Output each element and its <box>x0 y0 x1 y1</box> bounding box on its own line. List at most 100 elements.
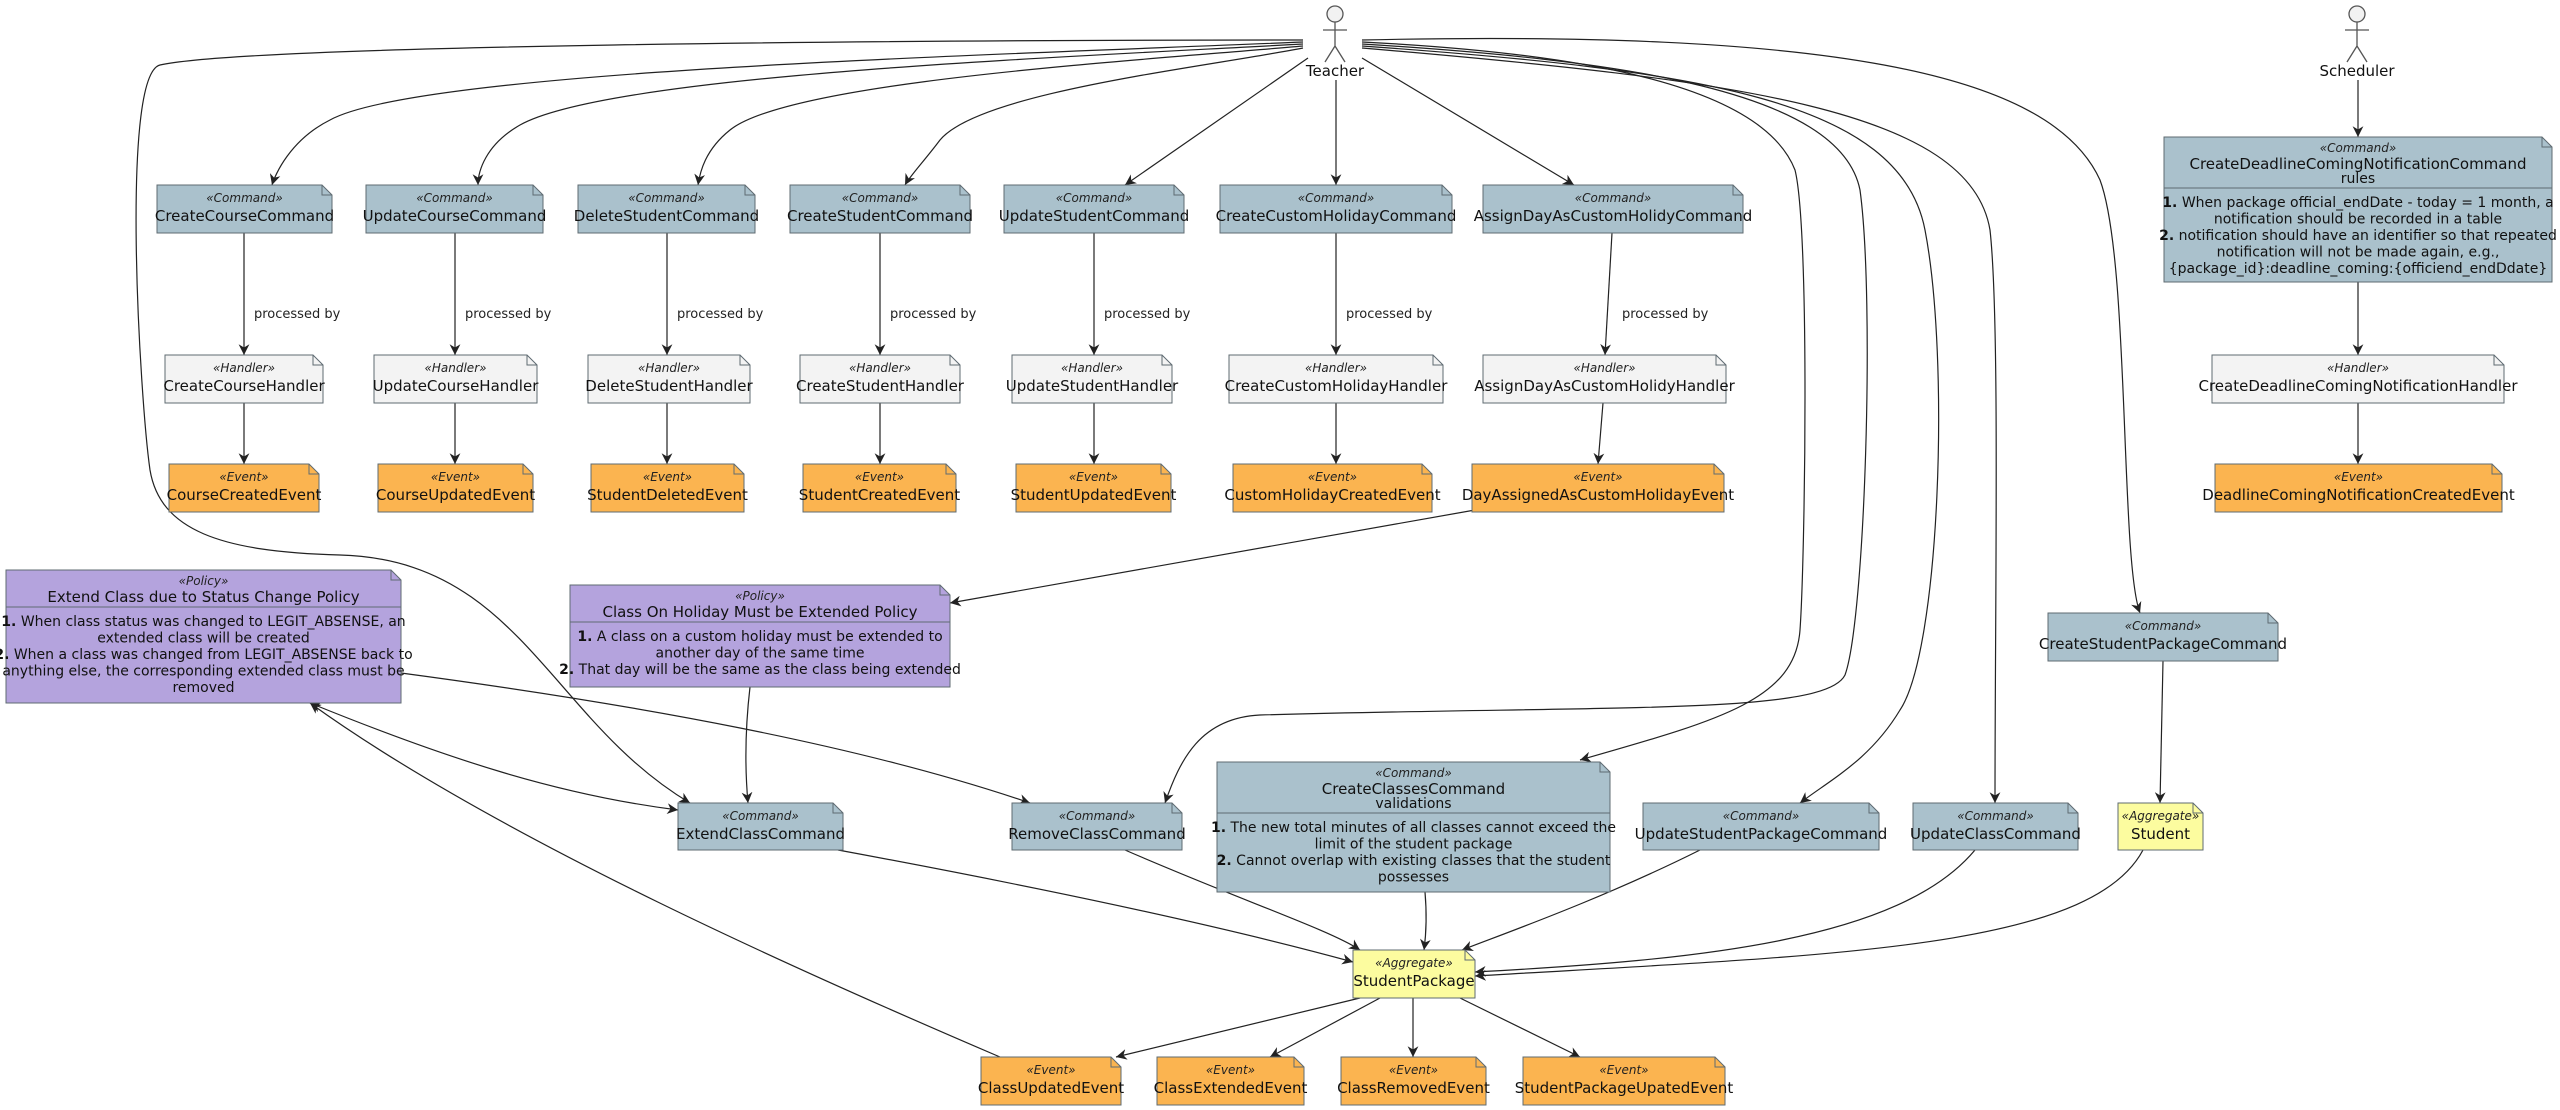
handler-deleteStudentHandler[interactable]: «Handler»DeleteStudentHandler <box>585 354 754 404</box>
aggregate-studentPackageAggregate[interactable]: «Aggregate» StudentPackage <box>1352 949 1476 999</box>
node-title: CourseUpdatedEvent <box>376 486 535 504</box>
edge-arrow <box>1459 997 1581 1058</box>
rule-text: extended class will be created <box>97 631 310 647</box>
actor-body-icon <box>2345 22 2369 63</box>
aggregate-studentAggregate[interactable]: «Aggregate»Student <box>2117 802 2204 851</box>
node-title: StudentDeletedEvent <box>587 486 748 504</box>
event-customHolidayCreatedEvent[interactable]: «Event»CustomHolidayCreatedEvent <box>1224 463 1441 513</box>
actor-body-icon <box>1323 22 1347 63</box>
handler-updateCourseHandler[interactable]: «Handler»UpdateCourseHandler <box>373 354 540 404</box>
event-studentUpdatedEvent[interactable]: «Event»StudentUpdatedEvent <box>1011 463 1177 513</box>
note-shape <box>1003 184 1185 234</box>
command-createStudentPackageCommand[interactable]: «Command»CreateStudentPackageCommand <box>2039 612 2287 662</box>
node-title: CreateClassesCommand <box>1322 780 1505 798</box>
node-stereotype: «Command» <box>1957 809 2034 823</box>
handler-createStudentHandler[interactable]: «Handler»CreateStudentHandler <box>796 354 965 404</box>
note-shape <box>1156 1056 1305 1106</box>
node-title: CreateDeadlineComingNotificationCommand <box>2189 155 2526 173</box>
actor-scheduler[interactable]: Scheduler <box>2319 5 2395 80</box>
event-courseUpdatedEvent[interactable]: «Event» CourseUpdatedEvent <box>376 463 535 513</box>
edge-teacher-to-updateStudentCommand <box>1124 57 1309 186</box>
node-stereotype: «Command» <box>206 191 283 205</box>
edge-arrow <box>309 702 1001 1058</box>
command-createCustomHolidayCommand[interactable]: «Command»CreateCustomHolidayCommand <box>1216 184 1457 234</box>
edge-teacher-to-deleteStudentCommand <box>694 45 1304 186</box>
node-stereotype: «Aggregate» <box>1375 956 1453 970</box>
note-fold-icon <box>1475 1057 1486 1068</box>
handler-updateStudentHandler[interactable]: «Handler»UpdateStudentHandler <box>1006 354 1179 404</box>
note-shape <box>1228 354 1444 404</box>
handler-createCourseHandler[interactable]: «Handler»CreateCourseHandler <box>163 354 325 404</box>
event-classRemovedEvent[interactable]: «Event»ClassRemovedEvent <box>1337 1056 1490 1106</box>
handler-createDeadlineComingNotificationHandler[interactable]: «Handler»CreateDeadlineComingNotificatio… <box>2199 354 2519 404</box>
actor-teacher[interactable]: Teacher <box>1305 5 1365 80</box>
event-studentDeletedEvent[interactable]: «Event»StudentDeletedEvent <box>587 463 748 513</box>
node-rule-line: 1. When package official_endDate - today… <box>2162 195 2553 211</box>
node-stereotype: «Policy» <box>179 574 229 588</box>
node-stereotype: «Event» <box>219 470 268 484</box>
event-classExtendedEvent[interactable]: «Event»ClassExtendedEvent <box>1154 1056 1308 1106</box>
edge-arrow <box>1115 997 1361 1060</box>
event-courseCreatedEvent[interactable]: «Event»CourseCreatedEvent <box>167 463 322 513</box>
command-createDeadlineComingNotificationCommand[interactable]: «Command»CreateDeadlineComingNotificatio… <box>2159 136 2557 283</box>
rule-text: removed <box>172 680 234 696</box>
node-stereotype: «Event» <box>855 470 904 484</box>
note-shape <box>1642 802 1880 851</box>
node-stereotype: «Command» <box>2320 141 2397 155</box>
node-stereotype: «Command» <box>1059 809 1136 823</box>
command-removeClassCommand[interactable]: «Command»RemoveClassCommand <box>1008 802 1186 851</box>
policy-extendClassPolicy[interactable]: «Policy»Extend Class due to Status Chang… <box>0 569 413 704</box>
note-shape <box>377 463 534 513</box>
edge-arrow <box>309 702 679 814</box>
edge-arrow <box>949 509 1476 607</box>
edge-arrow <box>904 47 1304 186</box>
command-assignDayAsCustomHolidyCommand[interactable]: «Command»AssignDayAsCustomHolidyCommand <box>1474 184 1753 234</box>
event-studentCreatedEvent[interactable]: «Event»StudentCreatedEvent <box>799 463 961 513</box>
note-shape <box>365 184 544 234</box>
event-classUpdatedEvent[interactable]: «Event»ClassUpdatedEvent <box>978 1056 1124 1106</box>
note-shape <box>164 354 324 404</box>
node-title: StudentPackage <box>1353 972 1474 990</box>
note-fold-icon <box>526 355 537 366</box>
command-deleteStudentCommand[interactable]: «Command»DeleteStudentCommand <box>574 184 759 234</box>
edge-teacher-to-extendClassCommand <box>135 39 1304 804</box>
node-rule-line: possesses <box>1378 870 1449 886</box>
edge-updateCourseCommand-to-updateCourseHandler: processed by <box>449 233 552 355</box>
command-updateCourseCommand[interactable]: «Command»UpdateCourseCommand <box>363 184 547 234</box>
node-section-label: validations <box>1375 796 1451 812</box>
edge-createCustomHolidayCommand-to-createCustomHolidayHandler: processed by <box>1330 233 1433 355</box>
edge-createCourseCommand-to-createCourseHandler: processed by <box>238 233 341 355</box>
note-fold-icon <box>308 464 319 475</box>
handler-assignDayAsCustomHolidyHandler[interactable]: «Handler»AssignDayAsCustomHolidyHandler <box>1474 354 1736 404</box>
node-stereotype: «Command» <box>1056 191 1133 205</box>
command-createCourseCommand[interactable]: «Command»CreateCourseCommand <box>155 184 334 234</box>
note-fold-icon <box>959 185 970 196</box>
event-studentPackageUpatedEvent[interactable]: «Event»StudentPackageUpatedEvent <box>1515 1056 1734 1106</box>
node-title: UpdateClassCommand <box>1910 825 2081 843</box>
node-title: UpdateStudentCommand <box>999 207 1189 225</box>
command-extendClassCommand[interactable]: «Command»ExtendClassCommand <box>676 802 845 851</box>
rule-number: 1. <box>1 614 16 630</box>
command-updateStudentPackageCommand[interactable]: «Command»UpdateStudentPackageCommand <box>1635 802 1888 851</box>
note-fold-icon <box>1161 355 1172 366</box>
command-updateClassCommand[interactable]: «Command» UpdateClassCommand <box>1910 802 2081 851</box>
note-fold-icon <box>832 803 843 814</box>
note-shape <box>1352 949 1476 999</box>
rule-number: 1. <box>2162 195 2177 211</box>
node-stereotype: «Handler» <box>1305 361 1367 375</box>
handler-createCustomHolidayHandler[interactable]: «Handler»CreateCustomHolidayHandler <box>1225 354 1449 404</box>
event-deadlineComingNotificationCreatedEvent[interactable]: «Event»DeadlineComingNotificationCreated… <box>2202 463 2515 513</box>
command-updateStudentCommand[interactable]: «Command» UpdateStudentCommand <box>999 184 1189 234</box>
node-title: CreateStudentHandler <box>796 377 965 395</box>
policy-classOnHolidayPolicy[interactable]: «Policy»Class On Holiday Must be Extende… <box>559 584 961 688</box>
edge-studentPackageAggregate-to-classUpdatedEvent <box>1115 997 1361 1060</box>
edge-teacher-to-assignDayAsCustomHolidyCommand <box>1361 57 1575 186</box>
command-createStudentCommand[interactable]: «Command»CreateStudentCommand <box>787 184 973 234</box>
event-dayAssignedAsCustomHolidayEvent[interactable]: «Event»DayAssignedAsCustomHolidayEvent <box>1462 463 1734 513</box>
node-stereotype: «Event» <box>1573 470 1622 484</box>
edge-teacher-to-createClassesCommand <box>1361 41 1806 763</box>
edge-teacher-to-createCourseCommand <box>269 41 1304 186</box>
command-createClassesCommand[interactable]: «Command»CreateClassesCommandvalidations… <box>1211 761 1616 893</box>
node-stereotype: «Event» <box>431 470 480 484</box>
note-shape <box>1216 761 1611 893</box>
